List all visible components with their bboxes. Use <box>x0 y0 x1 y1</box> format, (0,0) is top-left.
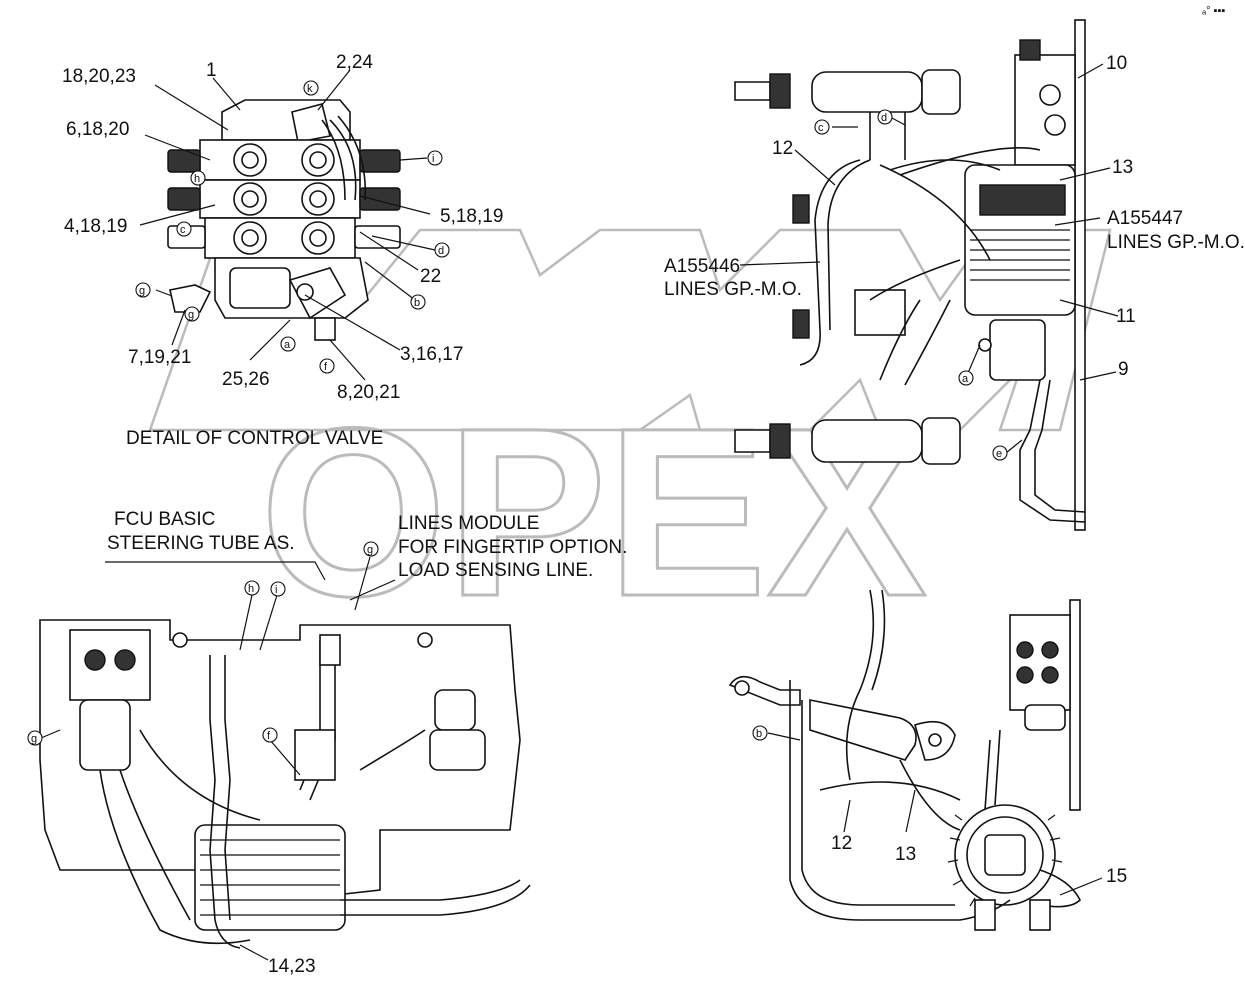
corner-mark: ₐ° ▪▪▪ <box>1202 5 1225 17</box>
marker-k: k <box>307 83 313 95</box>
callout-9: 9 <box>1118 359 1129 380</box>
callout-3-16-17: 3,16,17 <box>400 344 463 365</box>
marker-g-2: g <box>31 733 37 745</box>
ref-a155447-desc: LINES GP.-M.O. <box>1107 232 1245 253</box>
bottom-right-markers: b <box>752 725 768 741</box>
ref-a155446-desc: LINES GP.-M.O. <box>664 279 802 300</box>
marker-g: g <box>139 285 145 297</box>
marker-f: f <box>324 361 328 373</box>
ref-a155446-part: A155446 <box>664 256 740 277</box>
marker-f: f <box>267 730 271 742</box>
bottom-left-markers: h i g g f <box>27 541 379 746</box>
note-lines-line3: LOAD SENSING LINE. <box>398 560 593 581</box>
callout-4-18-19: 4,18,19 <box>64 216 127 237</box>
callout-14-23: 14,23 <box>268 956 316 977</box>
callout-18-20-23: 18,20,23 <box>62 66 136 87</box>
callout-12-br: 12 <box>831 833 852 854</box>
detail-title: DETAIL OF CONTROL VALVE <box>126 428 383 449</box>
callout-13-br: 13 <box>895 844 916 865</box>
control-valve-markers: k i h c d b g g a f <box>135 80 450 374</box>
note-lines-line2: FOR FINGERTIP OPTION. <box>398 537 627 558</box>
bottom-right-assembly <box>728 589 1081 931</box>
marker-d: d <box>438 245 444 257</box>
callout-22: 22 <box>420 266 441 287</box>
marker-i: i <box>432 153 434 165</box>
bottom-left-assembly <box>39 619 531 949</box>
marker-g-2: g <box>188 309 194 321</box>
ref-a155447-part: A155447 <box>1107 208 1183 229</box>
callout-13: 13 <box>1112 157 1133 178</box>
top-right-assembly <box>734 19 1086 531</box>
marker-d: d <box>881 112 887 124</box>
callout-11: 11 <box>1116 306 1136 327</box>
callout-1: 1 <box>206 60 217 81</box>
marker-b: b <box>756 728 762 740</box>
control-valve-drawing <box>167 99 401 341</box>
callout-6-18-20: 6,18,20 <box>66 119 129 140</box>
marker-h: h <box>194 173 200 185</box>
marker-h: h <box>248 583 254 595</box>
callout-8-20-21: 8,20,21 <box>337 382 400 403</box>
marker-g: g <box>367 544 373 556</box>
bottom-right-leaders <box>767 732 1103 896</box>
note-fcu-line1: FCU BASIC <box>114 509 215 530</box>
top-right-markers: c d a e <box>814 109 1008 461</box>
bottom-left-leaders <box>40 556 396 961</box>
top-right-leaders <box>739 63 1119 454</box>
note-fcu-line2: STEERING TUBE AS. <box>107 533 295 554</box>
callout-5-18-19: 5,18,19 <box>440 206 503 227</box>
callout-10: 10 <box>1106 53 1127 74</box>
marker-b: b <box>414 297 420 309</box>
watermark-text: OPEX <box>260 378 927 646</box>
marker-a: a <box>962 373 969 385</box>
marker-c: c <box>180 224 186 236</box>
callout-2-24: 2,24 <box>336 52 373 73</box>
callout-15: 15 <box>1106 866 1127 887</box>
watermark: OPEX <box>148 228 1112 648</box>
marker-a: a <box>284 339 291 351</box>
callout-25-26: 25,26 <box>222 369 270 390</box>
control-valve-leaders <box>139 69 436 381</box>
note-lines-line1: LINES MODULE <box>398 513 539 534</box>
marker-c: c <box>818 122 824 134</box>
marker-i: i <box>275 584 277 596</box>
callout-12: 12 <box>772 138 793 159</box>
marker-e: e <box>996 448 1002 460</box>
callout-7-19-21: 7,19,21 <box>128 347 191 368</box>
